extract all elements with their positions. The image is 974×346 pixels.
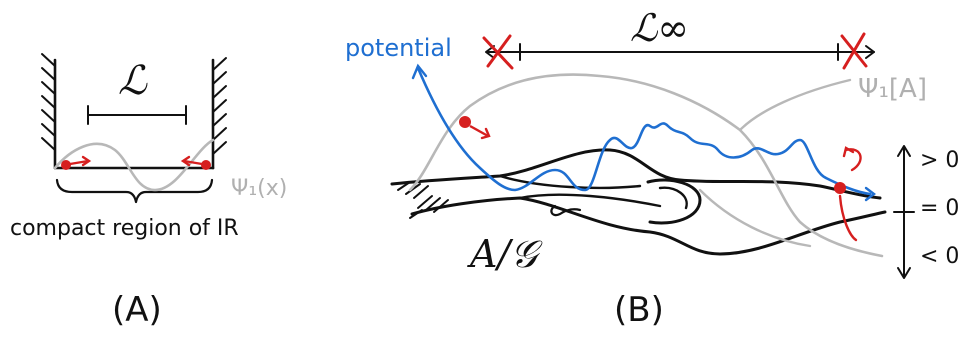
wavefunction-b-curve [408, 73, 884, 258]
quotient-space-label: A/𝒢 [470, 232, 538, 276]
panel-a-wavefunction-label: Ψ₁(x) [231, 176, 288, 201]
panel-b-length-label: ℒ∞ [630, 6, 690, 50]
particle-dot [201, 160, 211, 170]
fiber-squiggle [550, 204, 582, 217]
panel-a-length-label: ℒ [118, 58, 147, 104]
particle-dot [834, 182, 846, 194]
red-markers-b [459, 116, 862, 242]
left-wall-hatching [41, 53, 56, 151]
field-space-lower-sheet [410, 196, 887, 256]
sheet-edge-hatching [397, 181, 449, 219]
right-wall-hatching [212, 57, 227, 155]
sign-label-zero: = 0 [920, 196, 960, 221]
crossed-endpoints [482, 32, 868, 70]
particle-dot [61, 160, 71, 170]
panel-b-wavefunction-label: Ψ₁[A] [858, 74, 927, 104]
panel-a [41, 53, 227, 204]
sign-label-negative: < 0 [920, 244, 960, 269]
panel-b [390, 32, 915, 279]
panel-a-caption: (A) [112, 290, 162, 330]
potential-curve [416, 66, 872, 196]
particle-dot [459, 116, 471, 128]
panel-a-region-label: compact region of IR [10, 216, 239, 241]
potential-label: potential [345, 34, 452, 62]
sign-label-positive: > 0 [920, 148, 960, 173]
wavefunction-a-curve [53, 138, 215, 192]
field-space-upper-sheet [390, 148, 882, 200]
panel-b-caption: (B) [614, 290, 664, 330]
region-brace [55, 178, 214, 204]
red-markers-a [61, 155, 211, 170]
